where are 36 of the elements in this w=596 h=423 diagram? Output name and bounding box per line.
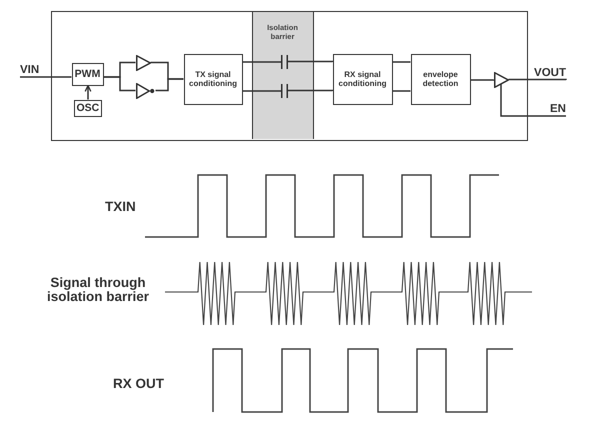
- buffer-symbol: [136, 54, 150, 70]
- function-name: TX signal conditioning: [188, 70, 238, 88]
- function-block: [332, 54, 392, 104]
- wire: [288, 90, 334, 92]
- function-block: [72, 62, 104, 86]
- wire: [288, 60, 334, 63]
- signal-name: TXIN: [105, 200, 136, 214]
- buffer-symbol: [494, 72, 508, 88]
- function-block: [410, 54, 470, 104]
- inverter-symbol: [136, 82, 156, 98]
- function-name: OSC: [76, 102, 98, 114]
- arrow: [84, 84, 92, 100]
- wire: [242, 90, 282, 92]
- wire: [392, 90, 410, 92]
- function-block: [74, 100, 102, 116]
- wire: [242, 60, 282, 63]
- wire: [20, 76, 72, 78]
- function-block: [184, 54, 242, 104]
- chip-outline: [51, 11, 528, 141]
- wire: [470, 78, 494, 81]
- pin-label: VOUT: [534, 66, 566, 80]
- wire: [156, 78, 184, 92]
- isolation-barrier-band: [252, 12, 314, 139]
- function-name: RX signal conditioning: [338, 70, 388, 88]
- pin-label: VIN: [20, 63, 40, 77]
- function-name: envelope detection: [422, 70, 460, 88]
- wire: [392, 61, 410, 63]
- signal-name: RX OUT: [113, 377, 164, 391]
- wire: [508, 78, 567, 81]
- signal-name: Signal through isolation barrier: [46, 276, 150, 304]
- pin-label: EN: [550, 102, 566, 116]
- wire: [104, 76, 136, 92]
- wire: [500, 84, 566, 117]
- function-name: PWM: [74, 68, 100, 80]
- capacitor-symbol: [281, 84, 288, 98]
- capacitor-symbol: [281, 54, 288, 68]
